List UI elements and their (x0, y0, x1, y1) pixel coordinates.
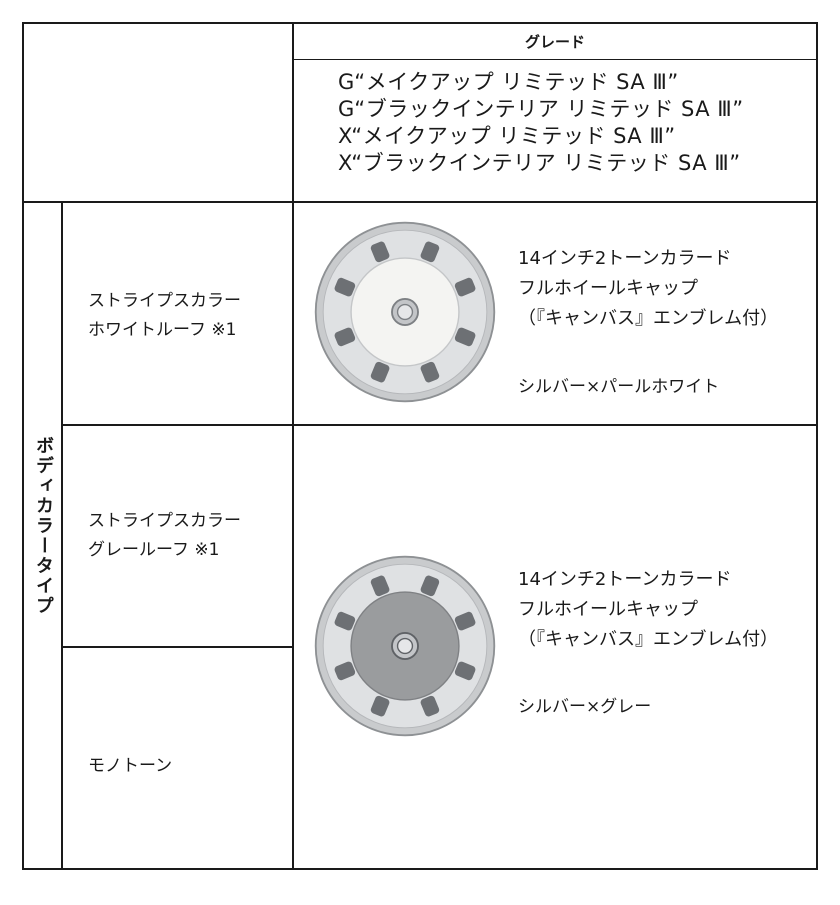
wheel-slot (420, 241, 440, 263)
wheel-slot (454, 661, 476, 681)
row1-bottom-divider (61, 424, 818, 426)
wheel-slot (420, 361, 440, 383)
wheel-slot (370, 695, 390, 717)
grade-label-divider (292, 59, 818, 60)
color-type-cell: ストライプスカラー グレールーフ ※1 (88, 507, 241, 565)
wheel-finish-gray: シルバー×グレー (518, 697, 652, 717)
wheel-slot (420, 575, 440, 597)
row2-bottom-divider (61, 646, 294, 648)
wheel-slot (334, 277, 356, 297)
header-bottom-divider (22, 201, 818, 203)
wheel-spec-line: フルホイールキャップ (518, 599, 698, 620)
wheel-slot (334, 661, 356, 681)
color-type-line: ホワイトルーフ ※1 (88, 320, 237, 340)
column-divider-main (292, 22, 294, 870)
wheel-spec-white: 14インチ2トーンカラード フルホイールキャップ （『キャンバス』エンブレム付） (518, 244, 778, 334)
wheel-spec-line: フルホイールキャップ (518, 278, 698, 299)
wheel-spec-line: （『キャンバス』エンブレム付） (518, 629, 779, 650)
wheel-slot (334, 327, 356, 347)
wheel-slot (334, 611, 356, 631)
wheel-spec-gray: 14インチ2トーンカラード フルホイールキャップ （『キャンバス』エンブレム付） (518, 565, 778, 655)
grade-list: G“メイクアップ リミテッド SA Ⅲ” G“ブラックインテリア リミテッド S… (338, 69, 744, 177)
vertical-label-divider (61, 201, 63, 870)
color-type-line: ストライプスカラー (88, 291, 241, 311)
grade-item: G“メイクアップ リミテッド SA Ⅲ” (338, 70, 679, 94)
wheel-spec-line: 14インチ2トーンカラード (518, 569, 732, 590)
color-type-line: ストライプスカラー (88, 511, 241, 531)
grade-item: G“ブラックインテリア リミテッド SA Ⅲ” (338, 97, 744, 121)
wheel-slot (454, 327, 476, 347)
color-type-line: グレールーフ ※1 (88, 540, 220, 560)
color-type-line: モノトーン (88, 756, 173, 776)
color-type-cell: モノトーン (88, 752, 172, 781)
wheel-slot (420, 695, 440, 717)
wheel-slot (370, 361, 390, 383)
wheel-spec-line: 14インチ2トーンカラード (518, 248, 732, 269)
wheel-slot (454, 611, 476, 631)
color-type-cell: ストライプスカラー ホワイトルーフ ※1 (88, 287, 241, 345)
grade-item: X“ブラックインテリア リミテッド SA Ⅲ” (338, 151, 741, 175)
wheel-spec-line: （『キャンバス』エンブレム付） (518, 308, 779, 329)
wheel-cap-white-image (314, 221, 496, 403)
grade-item: X“メイクアップ リミテッド SA Ⅲ” (338, 124, 676, 148)
wheel-slot (370, 575, 390, 597)
wheel-finish-white: シルバー×パールホワイト (518, 377, 720, 397)
wheel-cap-gray-image (314, 555, 496, 737)
wheel-slot (454, 277, 476, 297)
grade-wheel-table (22, 22, 818, 870)
body-color-type-label: ボディカラータイプ (33, 436, 54, 616)
grade-header-label: グレード (524, 33, 585, 51)
wheel-slot (370, 241, 390, 263)
